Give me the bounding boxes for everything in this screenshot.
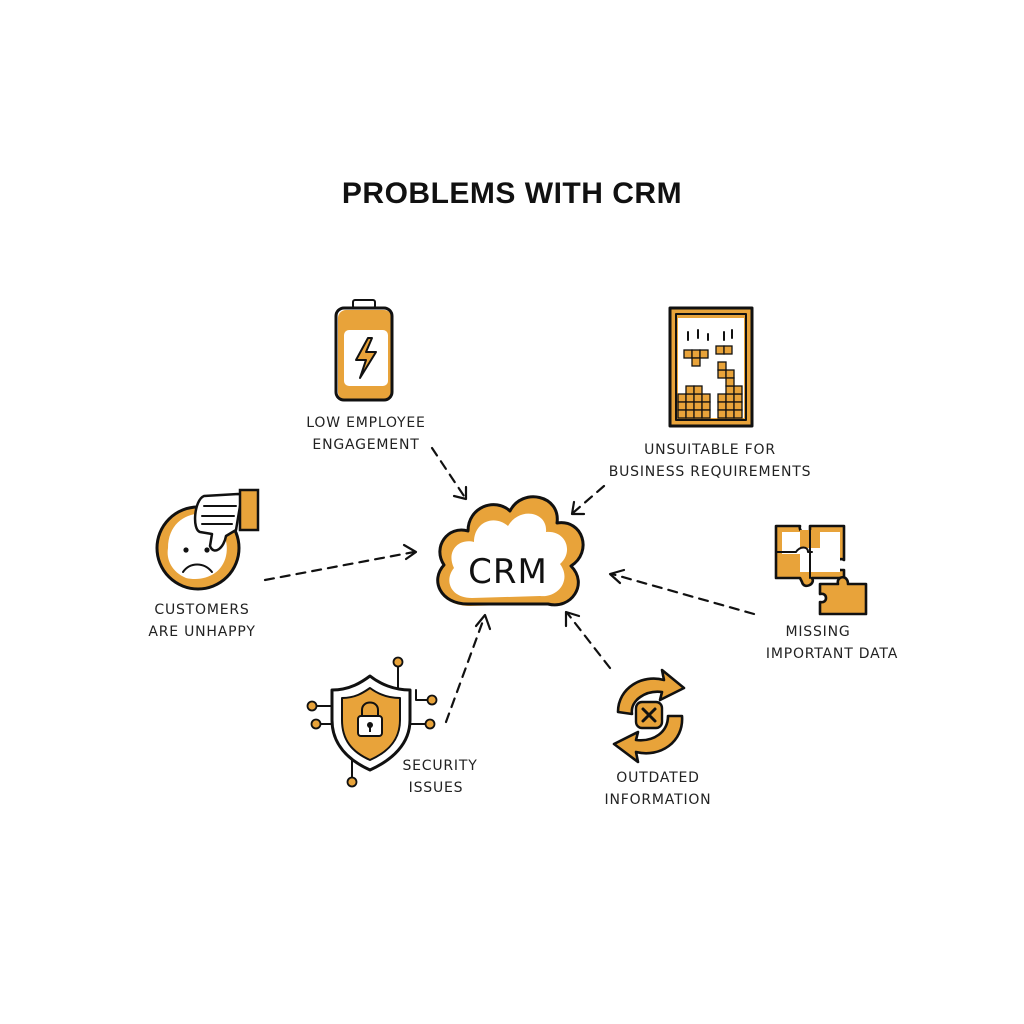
label-low-employee-line2: ENGAGEMENT bbox=[312, 437, 419, 453]
battery-icon bbox=[334, 299, 394, 402]
puzzle-icon bbox=[774, 524, 868, 616]
label-outdated-line1: OUTDATED bbox=[616, 770, 699, 786]
label-outdated-line2: INFORMATION bbox=[605, 792, 712, 808]
label-missing-line1: MISSING bbox=[785, 624, 850, 640]
cloud-icon bbox=[436, 495, 585, 607]
arrow-engagement bbox=[430, 446, 468, 501]
label-unsuitable-line1: UNSUITABLE FOR bbox=[644, 442, 776, 458]
arrow-security bbox=[444, 613, 492, 724]
label-low-employee-line1: LOW EMPLOYEE bbox=[306, 415, 425, 431]
label-unsuitable-line2: BUSINESS REQUIREMENTS bbox=[609, 464, 812, 480]
sad-thumbs-down-icon bbox=[155, 488, 260, 591]
arrow-customers bbox=[263, 543, 418, 582]
label-missing-line2: IMPORTANT DATA bbox=[766, 646, 898, 662]
tetris-icon bbox=[668, 306, 754, 428]
hub-label: CRM bbox=[468, 552, 548, 592]
arrow-unsuitable bbox=[570, 484, 606, 516]
sync-error-icon bbox=[612, 668, 686, 764]
label-security-line1: SECURITY bbox=[402, 758, 477, 774]
diagram-title: PROBLEMS WITH CRM bbox=[342, 177, 682, 210]
label-customers-line2: ARE UNHAPPY bbox=[148, 624, 255, 640]
arrow-missing-data bbox=[608, 568, 756, 616]
shield-lock-icon bbox=[306, 656, 438, 788]
label-security-line2: ISSUES bbox=[409, 780, 464, 796]
label-customers-line1: CUSTOMERS bbox=[154, 602, 249, 618]
arrow-outdated bbox=[564, 610, 612, 670]
